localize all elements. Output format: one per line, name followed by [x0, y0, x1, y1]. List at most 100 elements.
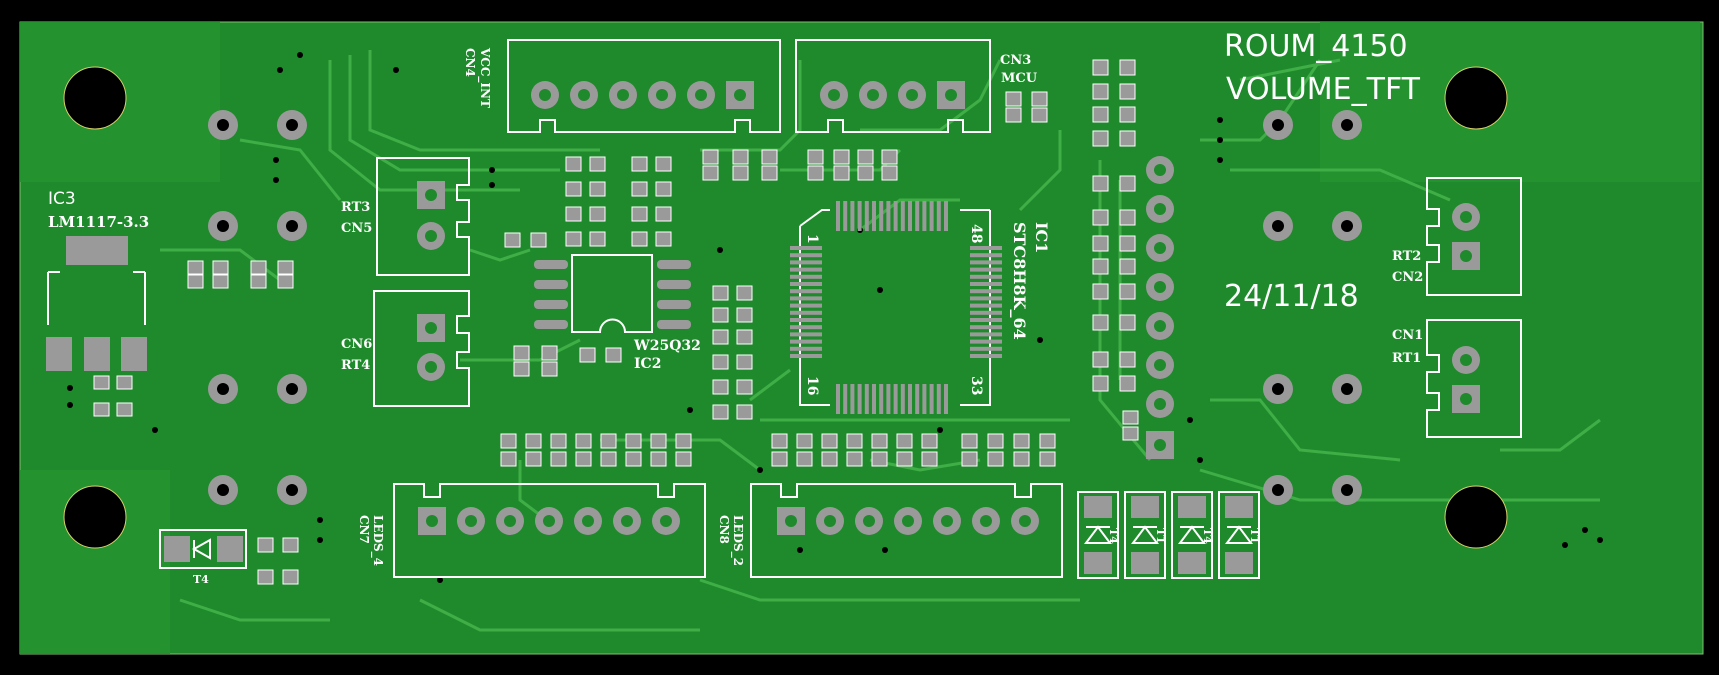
cn8-connector [750, 483, 1063, 578]
ic1-pin-pad [790, 282, 822, 286]
ic1-pin-pad [790, 310, 822, 315]
board-title-line1: ROUM_4150 [1224, 29, 1408, 64]
ic1-pin-pad [790, 354, 822, 358]
diode2-label: T1 [1154, 528, 1167, 544]
ic1-pin-pad [790, 318, 822, 322]
diode-t4 [159, 529, 247, 569]
ic1-pin-pad [936, 201, 941, 231]
ic1-pin-pad [864, 384, 869, 414]
rt4-label: RT4 [341, 358, 370, 373]
cn3-header [795, 39, 991, 133]
ic1-pin-pad [970, 289, 1002, 294]
ic1-pin-pad [944, 384, 948, 414]
ic1-pin-pad [886, 384, 891, 414]
ic1-pin-pad [915, 201, 920, 231]
rt2-label: RT2 [1392, 249, 1421, 264]
rt3-label: RT3 [341, 200, 370, 215]
cn7-connector [393, 483, 706, 578]
ic1-pin-pad [790, 246, 822, 250]
leds2-label: LEDS_2 [730, 515, 745, 566]
ic1-pin-pad [790, 325, 822, 330]
ic1-pin-pad [790, 260, 822, 265]
ic1-pin-pad [790, 332, 822, 337]
cn6-connector [373, 290, 470, 407]
ic1-pin-pad [929, 384, 934, 414]
vias [67, 52, 1603, 583]
ic1-pin-pad [886, 201, 891, 231]
cn4-header [507, 39, 781, 133]
mounting-holes [63, 66, 1508, 549]
ic1-pin-pad [790, 296, 822, 301]
ic1-pin-pad [790, 339, 822, 344]
rt1-label: RT1 [1392, 351, 1421, 366]
ic1-pin-pad [970, 310, 1002, 315]
ic1-pin-pad [843, 384, 848, 414]
ic2-ref-label: IC2 [634, 356, 661, 372]
ic1-pin-pad [850, 201, 855, 231]
ic1-pin33-label: 33 [968, 376, 984, 395]
ic1-pin-pad [893, 201, 898, 231]
right-encoder-pads [1263, 110, 1362, 505]
led-resistor-row [500, 433, 1056, 467]
ic1-pin-pad [843, 201, 848, 231]
ic1-pin-pad [790, 267, 822, 272]
ic1-pin1-label: 1 [804, 234, 820, 244]
cn1-label: CN1 [1392, 328, 1423, 343]
ic1-pin-pad [922, 201, 927, 231]
ic1-pin-pad [970, 260, 1002, 265]
passive-components [93, 260, 299, 585]
ic1-pin-pad [970, 332, 1002, 337]
ic1-pin-pad [944, 201, 948, 231]
ic1-pin-pad [790, 289, 822, 294]
ic1-pin-pad [970, 296, 1002, 301]
cn6-label: CN6 [341, 337, 372, 352]
ic1-pin-pad [864, 201, 869, 231]
cn2-label: CN2 [1392, 270, 1423, 285]
ic1-pin16-label: 16 [804, 376, 820, 395]
ic1-pin-pad [790, 303, 822, 308]
copper-pour [1320, 22, 1700, 182]
ic1-pin-pad [970, 246, 1002, 250]
ic3-regulator [46, 236, 147, 371]
cn7-label: CN7 [357, 515, 371, 544]
resistor-array [702, 91, 1048, 181]
ic1-pin-pad [970, 346, 1002, 351]
passive-components-ic2 [504, 156, 753, 420]
ic3-ref: IC3 [48, 189, 76, 209]
ic1-pin-pad [850, 384, 855, 414]
ic1-pin-pad [900, 384, 905, 414]
ic1-pin-pad [970, 274, 1002, 279]
ic1-pin-pad [908, 201, 912, 231]
ic1-pin-pad [915, 384, 920, 414]
board-title-line2: VOLUME_TFT [1226, 72, 1421, 107]
ic3-part: LM1117-3.3 [48, 213, 149, 231]
cn8-label: CN8 [717, 515, 731, 544]
ic1-pin-pad [857, 384, 862, 414]
diode-array [1077, 491, 1260, 579]
cn5-connector [376, 157, 470, 276]
ic1-pin-pad [970, 318, 1002, 322]
ic1-pin-pad [872, 201, 876, 231]
ic1-pin-pad [872, 384, 876, 414]
ic2-part-label: W25Q32 [633, 338, 701, 354]
ic1-pin-pad [970, 339, 1002, 344]
ic1-ref-label: IC1 [1032, 222, 1051, 253]
vertical-pin-header [1146, 156, 1174, 459]
ic1-part-label: STC8H8K_64 [1010, 222, 1029, 340]
ic1-pin-pad [970, 303, 1002, 308]
vcc-int-label: VCC_INT [477, 47, 492, 108]
cn5-label: CN5 [341, 221, 372, 236]
leds4-label: LEDS_4 [370, 515, 385, 566]
mcu-label: MCU [1001, 71, 1038, 86]
ic1-pin-pad [879, 384, 884, 414]
cn1-connector [1426, 319, 1522, 438]
ic1-pin-pad [908, 384, 912, 414]
resistor-column [1092, 59, 1139, 441]
ic1-pin-pad [836, 384, 840, 414]
ic1-pin-pad [929, 201, 934, 231]
ic1-pin-pad [970, 325, 1002, 330]
ic1-pin48-label: 48 [968, 224, 984, 243]
cn4-label: CN4 [463, 48, 477, 77]
diode3-label: T4 [1201, 528, 1214, 544]
